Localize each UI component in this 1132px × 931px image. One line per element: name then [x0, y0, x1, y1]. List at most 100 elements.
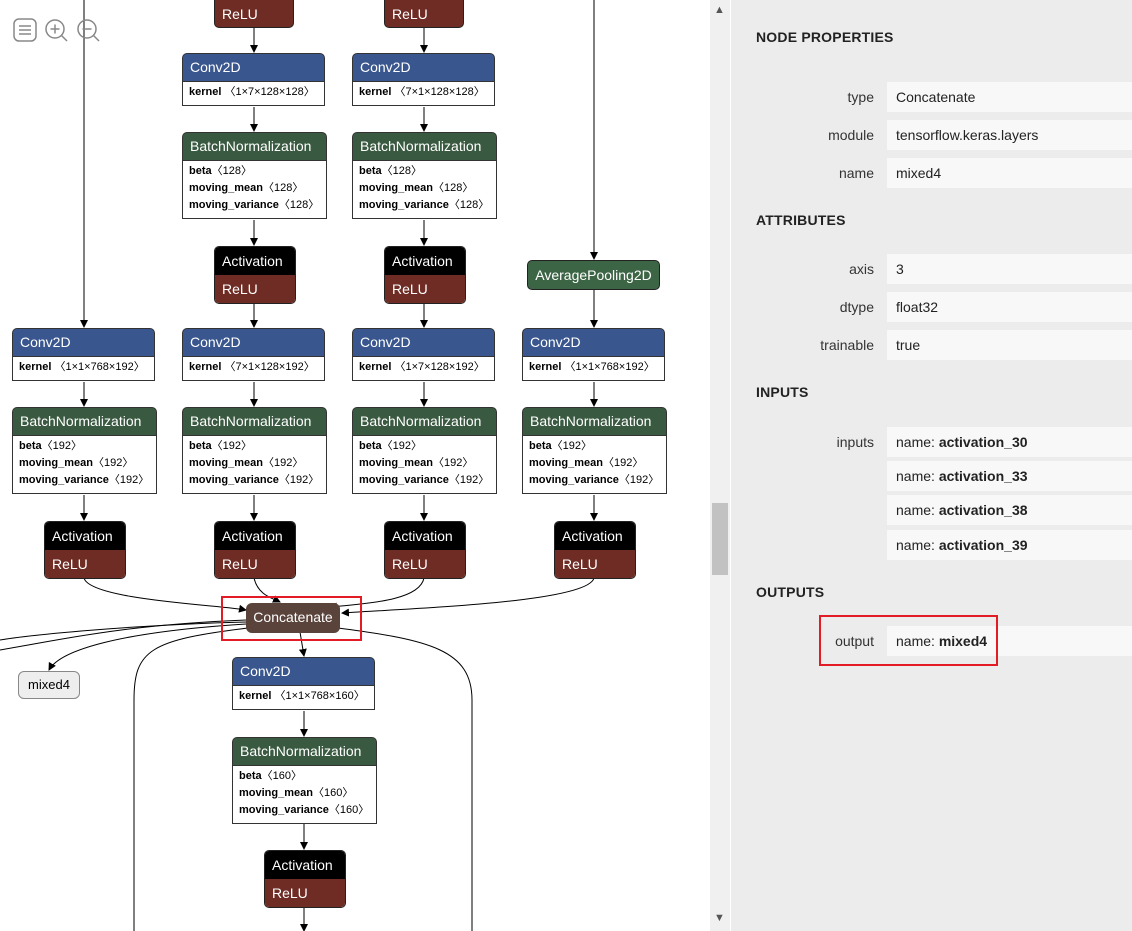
- graph-node-averagepooling2d[interactable]: AveragePooling2D: [527, 260, 660, 290]
- graph-node-batchnorm[interactable]: BatchNormalization beta〈192〉 moving_mean…: [522, 407, 667, 494]
- attr-value: 〈1×1×768×192〉: [54, 361, 145, 373]
- input-item[interactable]: name: activation_39: [887, 530, 1132, 560]
- graph-node-concatenate[interactable]: Concatenate: [246, 603, 340, 633]
- graph-node-relu[interactable]: ReLU: [384, 0, 464, 28]
- attr-key: beta: [529, 440, 552, 452]
- attr-value: 〈1×1×768×192〉: [564, 361, 655, 373]
- attr-value: 〈160〉: [328, 804, 370, 816]
- output-label: output: [835, 633, 874, 649]
- graph-node-conv2d[interactable]: Conv2D kernel 〈1×1×768×192〉: [12, 328, 155, 381]
- attr-value: 〈192〉: [618, 474, 660, 486]
- attr-value: 〈192〉: [211, 440, 252, 452]
- node-title: Conv2D: [352, 53, 495, 82]
- attr-value-axis[interactable]: 3: [887, 254, 1132, 284]
- node-subtitle: ReLU: [385, 550, 465, 578]
- attr-key: moving_mean: [189, 182, 263, 194]
- outputs-heading: OUTPUTS: [756, 584, 825, 600]
- prop-value-module[interactable]: tensorflow.keras.layers: [887, 120, 1132, 150]
- input-name: activation_30: [938, 434, 1028, 450]
- scrollbar-thumb[interactable]: [712, 503, 728, 575]
- node-subtitle: ReLU: [385, 275, 465, 303]
- attr-key: beta: [189, 440, 212, 452]
- graph-node-relu[interactable]: ReLU: [214, 0, 294, 28]
- attr-value-trainable[interactable]: true: [887, 330, 1132, 360]
- graph-node-conv2d[interactable]: Conv2D kernel 〈1×7×128×128〉: [182, 53, 325, 106]
- prop-label: type: [847, 89, 874, 105]
- attr-value: 〈192〉: [278, 474, 320, 486]
- node-subtitle: ReLU: [215, 550, 295, 578]
- node-title: Activation: [215, 522, 295, 550]
- graph-node-batchnorm[interactable]: BatchNormalization beta〈192〉 moving_mean…: [352, 407, 497, 494]
- graph-node-batchnorm[interactable]: BatchNormalization beta〈160〉 moving_mean…: [232, 737, 377, 824]
- node-subtitle: ReLU: [555, 550, 635, 578]
- input-item[interactable]: name: activation_30: [887, 427, 1132, 457]
- graph-node-activation[interactable]: Activation ReLU: [384, 521, 466, 579]
- node-title: Activation: [45, 522, 125, 550]
- input-item[interactable]: name: activation_38: [887, 495, 1132, 525]
- node-subtitle: ReLU: [45, 550, 125, 578]
- attr-value: 〈192〉: [108, 474, 150, 486]
- graph-node-activation[interactable]: Activation ReLU: [554, 521, 636, 579]
- node-title: Activation: [555, 522, 635, 550]
- attr-value: 〈160〉: [261, 770, 302, 782]
- inputs-label: inputs: [836, 434, 874, 450]
- graph-node-batchnorm[interactable]: BatchNormalization beta〈128〉 moving_mean…: [352, 132, 497, 219]
- input-item[interactable]: name: activation_33: [887, 461, 1132, 491]
- attr-value: 〈1×7×128×128〉: [224, 86, 315, 98]
- graph-node-activation[interactable]: Activation ReLU: [214, 521, 296, 579]
- scrollbar-track[interactable]: [710, 0, 730, 931]
- node-title: Conv2D: [182, 53, 325, 82]
- input-name: activation_33: [938, 468, 1028, 484]
- attr-value: 〈192〉: [92, 457, 134, 469]
- zoom-out-icon[interactable]: [76, 18, 100, 42]
- menu-icon[interactable]: [13, 18, 37, 42]
- graph-output-node[interactable]: mixed4: [18, 671, 80, 699]
- graph-node-conv2d[interactable]: Conv2D kernel 〈7×1×128×128〉: [352, 53, 495, 106]
- attr-key: moving_mean: [359, 182, 433, 194]
- output-highlight: [819, 615, 998, 666]
- node-title: Conv2D: [182, 328, 325, 357]
- attr-label: trainable: [820, 337, 874, 353]
- attr-key: kernel: [529, 361, 562, 373]
- scroll-down-icon[interactable]: ▼: [714, 912, 725, 924]
- graph-node-activation[interactable]: Activation ReLU: [44, 521, 126, 579]
- node-title: BatchNormalization: [182, 407, 327, 436]
- node-title: Conv2D: [232, 657, 375, 686]
- attr-key: kernel: [19, 361, 52, 373]
- prop-value-type[interactable]: Concatenate: [887, 82, 1132, 112]
- attr-value-dtype[interactable]: float32: [887, 292, 1132, 322]
- attr-value: 〈192〉: [432, 457, 474, 469]
- graph-node-batchnorm[interactable]: BatchNormalization beta〈192〉 moving_mean…: [182, 407, 327, 494]
- graph-node-conv2d[interactable]: Conv2D kernel 〈1×1×768×160〉: [232, 657, 375, 710]
- output-item[interactable]: name: mixed4: [887, 626, 1132, 656]
- zoom-in-icon[interactable]: [44, 18, 68, 42]
- graph-canvas[interactable]: ReLU ReLU Conv2D kernel 〈1×7×128×128〉 Co…: [0, 0, 710, 931]
- graph-node-activation[interactable]: Activation ReLU: [264, 850, 346, 908]
- node-title: BatchNormalization: [522, 407, 667, 436]
- graph-node-batchnorm[interactable]: BatchNormalization beta〈128〉 moving_mean…: [182, 132, 327, 219]
- input-name: activation_39: [938, 537, 1028, 553]
- scroll-up-icon[interactable]: ▲: [714, 4, 725, 16]
- prop-value-name[interactable]: mixed4: [887, 158, 1132, 188]
- node-title: BatchNormalization: [352, 132, 497, 161]
- node-title: BatchNormalization: [12, 407, 157, 436]
- graph-node-activation[interactable]: Activation ReLU: [384, 246, 466, 304]
- attr-value: 〈128〉: [278, 199, 320, 211]
- node-title: Activation: [265, 851, 345, 879]
- graph-node-batchnorm[interactable]: BatchNormalization beta〈192〉 moving_mean…: [12, 407, 157, 494]
- attr-value: 〈128〉: [448, 199, 490, 211]
- attr-value: 〈128〉: [432, 182, 474, 194]
- graph-edges: [0, 0, 598, 931]
- node-title: Activation: [385, 247, 465, 275]
- graph-node-activation[interactable]: Activation ReLU: [214, 246, 296, 304]
- node-title: BatchNormalization: [182, 132, 327, 161]
- attr-key: kernel: [359, 361, 392, 373]
- graph-node-conv2d[interactable]: Conv2D kernel 〈7×1×128×192〉: [182, 328, 325, 381]
- graph-node-conv2d[interactable]: Conv2D kernel 〈1×1×768×192〉: [522, 328, 665, 381]
- attr-value: 〈192〉: [448, 474, 490, 486]
- attr-value: 〈192〉: [381, 440, 422, 452]
- prop-label: name: [838, 165, 874, 181]
- attr-label: axis: [849, 261, 874, 277]
- node-title: Conv2D: [12, 328, 155, 357]
- graph-node-conv2d[interactable]: Conv2D kernel 〈1×7×128×192〉: [352, 328, 495, 381]
